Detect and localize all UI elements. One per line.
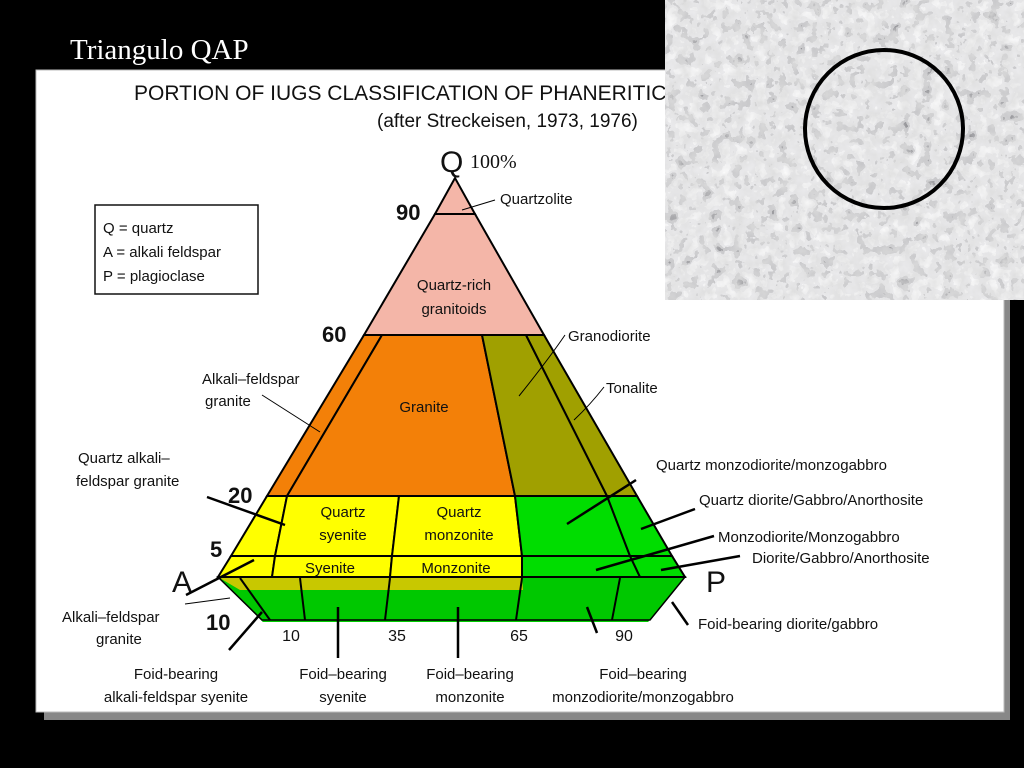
field-label-monzonite: Monzonite [421, 560, 490, 577]
field-label-quartzolite: Quartzolite [500, 191, 573, 208]
field-label-qmonzonite-1: Quartz [436, 504, 481, 521]
apex-pct: 100% [470, 151, 517, 173]
q-tick-5: 5 [210, 537, 222, 562]
label-diorite: Diorite/Gabbro/Anorthosite [752, 550, 930, 567]
field-label-qrich-1: Quartz-rich [417, 277, 491, 294]
label-qafg-2: feldspar granite [76, 473, 179, 490]
field-label-qsyenite-1: Quartz [320, 504, 365, 521]
leader-lines [184, 199, 741, 658]
label-afg-low-1: Alkali–feldspar [62, 609, 160, 626]
field-label-qmonzonite-2: monzonite [424, 527, 493, 544]
ledge-line-a [239, 577, 271, 621]
label-qmonzodiorite: Quartz monzodiorite/monzogabbro [656, 457, 887, 474]
field-diorite [628, 555, 687, 578]
label-qafg-1: Quartz alkali– [78, 450, 170, 467]
label-qdiorite: Quartz diorite/Gabbro/Anorthosite [699, 492, 923, 509]
label-afg-1: Alkali–feldspar [202, 371, 300, 388]
label-foid-mz-2: monzonite [435, 689, 504, 706]
label-foid-mz-1: Foid–bearing [426, 666, 514, 683]
ledge-line-b [299, 577, 306, 621]
label-foid-sy-1: Foid–bearing [299, 666, 387, 683]
label-monzodiorite: Monzodiorite/Monzogabbro [718, 529, 900, 546]
ledge-line-c [384, 577, 391, 621]
label-foid-mzd-1: Foid–bearing [599, 666, 687, 683]
vertex-a: A [172, 566, 192, 599]
ap-tick-10: 10 [282, 628, 300, 645]
label-foid-mzd-2: monzodiorite/monzogabbro [552, 689, 734, 706]
q-tick-60: 60 [322, 322, 346, 347]
ap-tick-35: 35 [388, 628, 406, 645]
ledge-yellow [218, 577, 523, 590]
label-foid-diorite: Foid-bearing diorite/gabbro [698, 616, 878, 633]
label-foid-afs-2: alkali-feldspar syenite [104, 689, 248, 706]
label-afg-2: granite [205, 393, 251, 410]
ledge-line-d [515, 577, 523, 621]
granite-photo [665, 0, 1024, 300]
label-tonalite: Tonalite [606, 380, 658, 397]
legend-item-p: P = plagioclase [103, 268, 205, 285]
q-tick-90: 90 [396, 200, 420, 225]
figure-citation: (after Streckeisen, 1973, 1976) [377, 111, 638, 132]
slide-title: Triangulo QAP [70, 34, 249, 66]
q-tick-20: 20 [228, 483, 252, 508]
field-label-qrich-2: granitoids [421, 301, 486, 318]
figure-heading: PORTION OF IUGS CLASSIFICATION OF PHANER… [134, 82, 666, 105]
field-label-granite: Granite [399, 399, 448, 416]
field-label-qsyenite-2: syenite [319, 527, 367, 544]
legend-item-q: Q = quartz [103, 220, 173, 237]
apex-q: Q [440, 146, 463, 179]
field-label-syenite: Syenite [305, 560, 355, 577]
label-afg-low-2: granite [96, 631, 142, 648]
q-tick-10: 10 [206, 610, 230, 635]
ap-tick-65: 65 [510, 628, 528, 645]
label-foid-afs-1: Foid-bearing [134, 666, 218, 683]
highlight-circle [803, 48, 965, 210]
ap-tick-90: 90 [615, 628, 633, 645]
ledge-line-e [611, 577, 621, 621]
label-foid-sy-2: syenite [319, 689, 367, 706]
label-granodiorite: Granodiorite [568, 328, 651, 345]
legend-item-a: A = alkali feldspar [103, 244, 221, 261]
legend-box [94, 204, 259, 295]
field-monzodiorite [521, 555, 642, 578]
vertex-p: P [706, 566, 726, 599]
